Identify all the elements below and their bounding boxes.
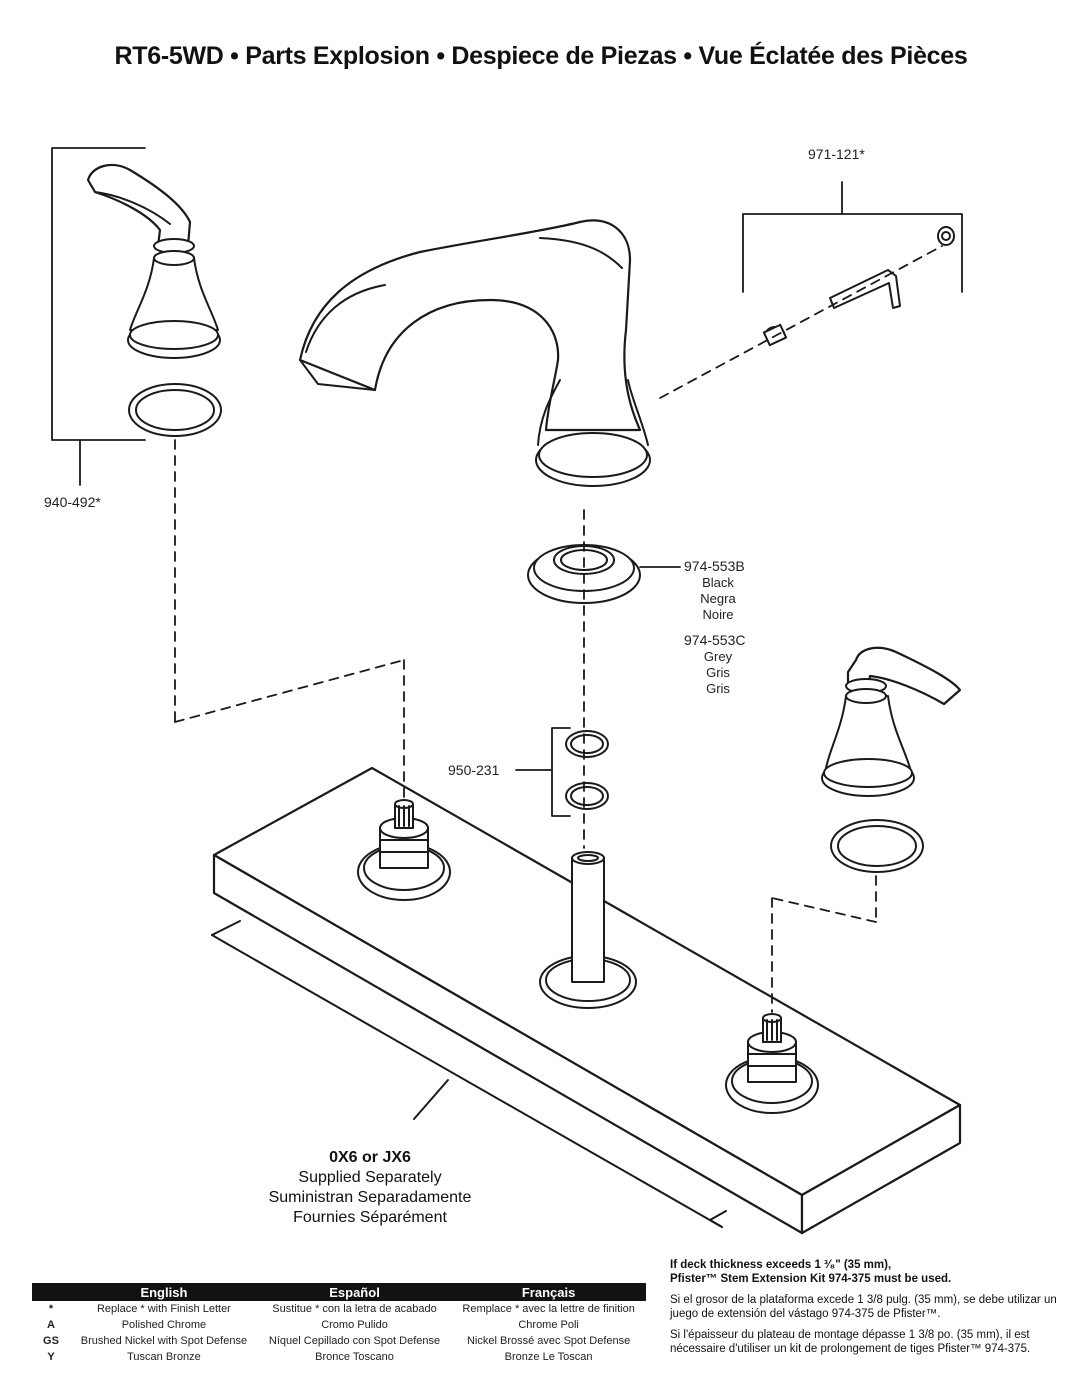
- spout-shank: [539, 851, 637, 1009]
- left-handle-gasket: [128, 383, 222, 437]
- finish-table-header-french: Français: [451, 1283, 646, 1301]
- supplied-es: Suministran Separadamente: [268, 1189, 472, 1206]
- spout-base-grey-en: Grey: [703, 649, 733, 664]
- note-en-line1: If deck thickness exceeds 1 ³⁄₈" (35 mm)…: [670, 1259, 892, 1271]
- right-valve: [725, 1013, 819, 1114]
- spout-base-black-label: 974-553B: [684, 558, 745, 574]
- handle-kit-label: 940-492*: [44, 494, 101, 510]
- finish-es: Cromo Pulido: [321, 1319, 388, 1331]
- spout-base-black-es: Negra: [700, 591, 736, 606]
- note-en-line2: Pfister™ Stem Extension Kit 974-375 must…: [670, 1273, 952, 1285]
- finish-table: English Español Français * Replace * wit…: [32, 1283, 646, 1365]
- finish-en: Polished Chrome: [121, 1319, 207, 1331]
- table-row: * Replace * with Finish Letter Sustitue …: [32, 1301, 646, 1317]
- supplied-model: 0X6 or JX6: [329, 1149, 411, 1166]
- finish-es: Sustitue * con la letra de acabado: [272, 1303, 437, 1315]
- assembly-lines: [174, 245, 943, 1013]
- finish-es: Níquel Cepillado con Spot Defense: [268, 1335, 441, 1347]
- finish-en: Brushed Nickel with Spot Defense: [80, 1335, 248, 1347]
- supplied-separately: 0X6 or JX6 Supplied Separately Suministr…: [240, 1148, 500, 1228]
- finish-fr: Nickel Brossé avec Spot Defense: [466, 1335, 631, 1347]
- spout-base-grey-es: Gris: [706, 665, 730, 680]
- finish-fr: Chrome Poli: [518, 1319, 579, 1331]
- supplied-en: Supplied Separately: [298, 1169, 442, 1186]
- page-title: RT6-5WD • Parts Explosion • Despiece de …: [114, 42, 968, 70]
- finish-en: Replace * with Finish Letter: [96, 1303, 231, 1315]
- stem-kit: [742, 181, 963, 347]
- finish-en: Tuscan Bronze: [127, 1351, 201, 1363]
- supplied-fr: Fournies Séparément: [293, 1209, 447, 1226]
- leader-lines: [515, 566, 681, 817]
- right-handle-gasket: [830, 819, 924, 873]
- spout: [298, 219, 651, 487]
- spout-base-grey-fr: Gris: [706, 681, 730, 696]
- handle-kit-bracket: [51, 147, 146, 486]
- left-handle: [86, 163, 221, 359]
- left-valve: [357, 799, 451, 901]
- finish-code: GS: [43, 1335, 59, 1347]
- note-fr: Si l'épaisseur du plateau de montage dép…: [670, 1329, 1031, 1355]
- finish-code: A: [47, 1319, 55, 1331]
- spout-base-black-en: Black: [702, 575, 734, 590]
- finish-es: Bronce Toscano: [315, 1351, 394, 1363]
- finish-table-code-header: [32, 1283, 70, 1301]
- finish-table-header-spanish: Español: [257, 1283, 452, 1301]
- o-rings: [565, 730, 609, 810]
- finish-fr: Remplace * avec la lettre de finition: [462, 1303, 635, 1315]
- finish-table-header-english: English: [70, 1283, 258, 1301]
- spout-base-grey-label: 974-553C: [684, 632, 746, 648]
- spout-base-black-fr: Noire: [702, 607, 734, 622]
- table-row: GS Brushed Nickel with Spot Defense Níqu…: [32, 1333, 646, 1349]
- deck-bracket: [211, 920, 727, 1228]
- finish-code: *: [48, 1303, 54, 1315]
- note-es: Si el grosor de la plataforma excede 1 3…: [670, 1294, 1057, 1320]
- finish-table-header: English Español Français: [32, 1283, 646, 1301]
- right-handle: [821, 646, 962, 797]
- stem-kit-label: 971-121*: [808, 146, 865, 162]
- finish-code: Y: [47, 1351, 55, 1363]
- table-row: Y Tuscan Bronze Bronce Toscano Bronze Le…: [32, 1349, 646, 1365]
- finish-fr: Bronze Le Toscan: [504, 1351, 593, 1363]
- o-rings-label: 950-231: [448, 762, 500, 778]
- table-row: A Polished Chrome Cromo Pulido Chrome Po…: [32, 1317, 646, 1333]
- extension-kit-note: If deck thickness exceeds 1 ³⁄₈" (35 mm)…: [670, 1258, 1065, 1363]
